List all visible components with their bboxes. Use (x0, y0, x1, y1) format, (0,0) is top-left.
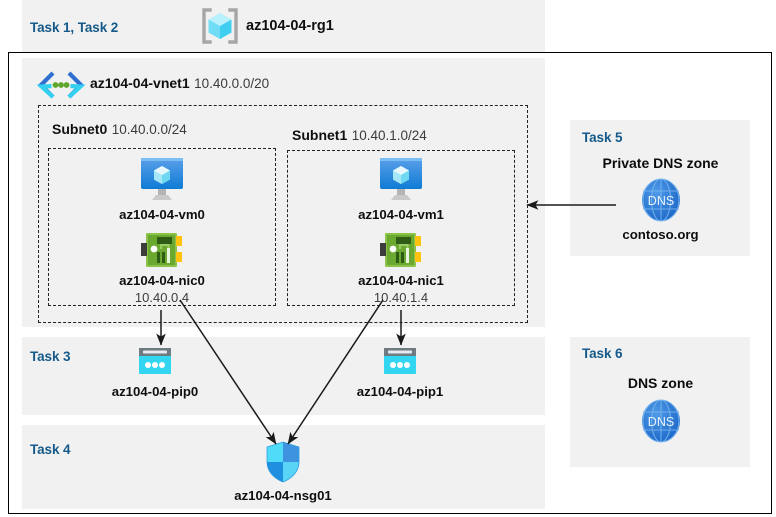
task3-label: Task 3 (30, 349, 71, 364)
subnet0-box (48, 148, 276, 306)
task6-label: Task 6 (582, 346, 623, 361)
subnet0-header: Subnet0 10.40.0.0/24 (52, 121, 187, 139)
vnet-panel (22, 58, 545, 327)
subnet1-cidr: 10.40.1.0/24 (351, 128, 427, 143)
nsg-node[interactable]: az104-04-nsg01 (228, 440, 338, 503)
task1-task2-panel (22, 0, 545, 52)
virtual-machine-icon (136, 155, 188, 203)
subnet0-cidr: 10.40.0.0/24 (111, 122, 187, 137)
connector-nic0-to-nsg01 (179, 299, 277, 445)
pip1-node[interactable]: az104-04-pip1 (345, 345, 455, 399)
vnet-name: az104-04-vnet1 (90, 75, 190, 91)
dns-zone-node[interactable]: DNS zone DNS (588, 375, 733, 445)
resource-group-icon (198, 6, 242, 46)
virtual-network-icon (36, 70, 86, 100)
nic0-ip: 10.40.0.4 (134, 290, 190, 305)
task3-panel (22, 337, 545, 415)
vnet-address-space: 10.40.0.0/20 (194, 76, 270, 91)
task5-label: Task 5 (582, 130, 623, 145)
vm1-node[interactable]: az104-04-vm1 (351, 155, 451, 222)
connector-nic1-to-nsg01 (287, 299, 384, 445)
subnets-container (38, 105, 528, 323)
vm0-name: az104-04-vm0 (119, 207, 205, 222)
nsg-name: az104-04-nsg01 (234, 488, 332, 503)
pip0-name: az104-04-pip0 (111, 384, 199, 399)
public-ip-address-icon (380, 345, 420, 377)
nic1-ip: 10.40.1.4 (373, 290, 429, 305)
public-ip-address-icon (135, 345, 175, 377)
private-dns-zone-name: contoso.org (622, 227, 699, 242)
private-dns-zone-node[interactable]: Private DNS zone DNS contoso. (588, 155, 733, 242)
resource-group-name: az104-04-rg1 (246, 18, 334, 34)
task4-label: Task 4 (30, 442, 71, 457)
dns-zone-icon: DNS (637, 397, 685, 445)
virtual-machine-icon (375, 155, 427, 203)
network-interface-icon (137, 230, 187, 270)
vnet-header: az104-04-vnet1 10.40.0.0/20 (90, 75, 269, 93)
vm1-name: az104-04-vm1 (358, 207, 444, 222)
dns-zone-icon: DNS (637, 176, 685, 224)
pip1-name: az104-04-pip1 (356, 384, 444, 399)
nic1-name: az104-04-nic1 (358, 273, 444, 288)
network-interface-icon (376, 230, 426, 270)
dns-zone-title: DNS zone (627, 375, 694, 391)
subnet0-name: Subnet0 (52, 121, 108, 137)
nic0-node[interactable]: az104-04-nic0 10.40.0.4 (112, 230, 212, 305)
task1-task2-label: Task 1, Task 2 (30, 20, 119, 35)
vm0-node[interactable]: az104-04-vm0 (112, 155, 212, 222)
nic0-name: az104-04-nic0 (119, 273, 205, 288)
subnet1-name: Subnet1 (292, 127, 348, 143)
subnet1-box (287, 150, 515, 306)
network-security-group-icon (264, 440, 302, 484)
svg-text:DNS: DNS (647, 194, 673, 208)
nic1-node[interactable]: az104-04-nic1 10.40.1.4 (351, 230, 451, 305)
svg-text:DNS: DNS (647, 415, 673, 429)
subnet1-header: Subnet1 10.40.1.0/24 (292, 127, 427, 145)
pip0-node[interactable]: az104-04-pip0 (100, 345, 210, 399)
private-dns-zone-title: Private DNS zone (602, 155, 719, 171)
